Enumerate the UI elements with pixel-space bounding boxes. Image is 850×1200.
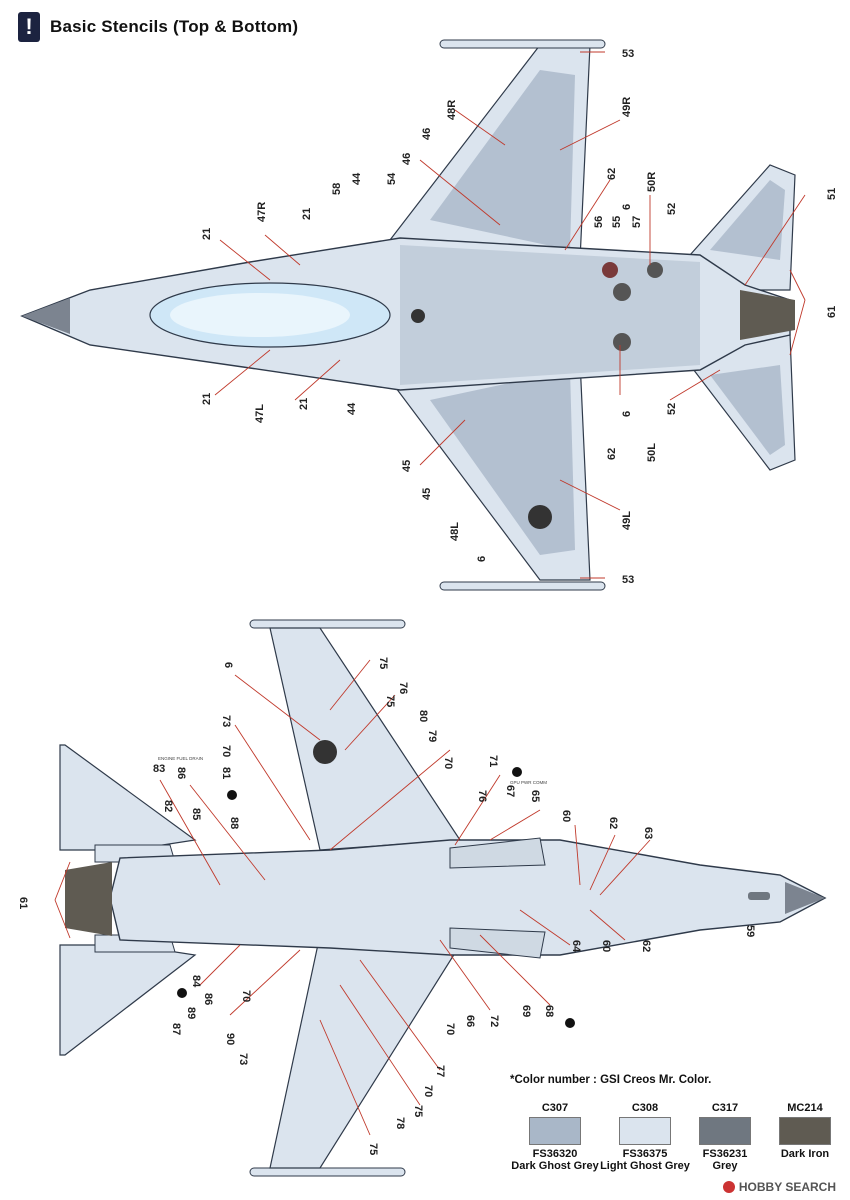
top-label: 47R [256,202,268,222]
bottom-nozzle [65,862,112,936]
bottom-right-wing [269,934,462,1169]
bottom-label: 87 [170,1023,182,1035]
top-label: 50R [646,172,658,192]
top-label: 21 [298,398,310,410]
bottom-label: 66 [464,1015,476,1027]
engine-fuel-text: ENGINE FUEL DRAIN [158,756,203,761]
bottom-label: 65 [529,790,541,802]
top-label: 51 [826,188,838,200]
top-label: 21 [201,228,213,240]
top-label: 46 [421,128,433,140]
bottom-label: 77 [434,1065,446,1077]
bottom-label: 75 [412,1105,424,1117]
top-label: 44 [351,172,363,185]
top-label: 52 [666,403,678,415]
top-label: 45 [401,460,413,472]
bottom-label: 86 [175,767,187,779]
chip-c308: C308 FS36375 Light Ghost Grey [600,1102,690,1172]
top-label: 21 [301,208,313,220]
bottom-label: 80 [417,710,429,722]
bottom-view-diagram: 75 6 76 75 80 73 70 79 81 83 86 70 71 76… [17,619,827,1177]
bottom-label: 75 [384,695,396,707]
bottom-label: 82 [162,800,174,812]
bottom-label: 70 [220,745,232,757]
top-label: 45 [421,488,433,500]
bottom-label: 61 [17,897,29,909]
bottom-label: 70 [422,1085,434,1097]
bottom-right-stabilizer [59,944,197,1056]
bottom-label: 76 [397,682,409,694]
top-label: 6 [476,556,488,562]
bottom-label: 60 [560,810,572,822]
chip-mc214: MC214 Dark Iron [779,1102,831,1160]
exclamation-icon: ! [18,12,40,42]
top-label: 61 [826,306,838,318]
top-label: 49L [621,511,633,530]
color-chips: C307 FS36320 Dark Ghost Grey C308 FS3637… [511,1102,840,1182]
bottom-label: 70 [442,757,454,769]
bottom-label: 73 [237,1053,249,1065]
bottom-label: 73 [220,715,232,727]
top-label: 48R [446,100,458,120]
bottom-label: 86 [202,993,214,1005]
bottom-label: 6 [222,662,234,668]
chip-c317: C317 FS36231 Grey [680,1102,770,1172]
chip-c307: C307 FS36320 Dark Ghost Grey [511,1102,599,1172]
bottom-label: 62 [640,940,652,952]
bottom-label: 90 [224,1033,236,1045]
bottom-label: 71 [487,755,499,767]
bottom-label: 59 [744,925,756,937]
top-label: 47L [254,404,266,423]
bottom-label: 62 [607,817,619,829]
bottom-label: 63 [642,827,654,839]
top-label: 62 [606,448,618,460]
top-label: 56 [593,216,605,228]
top-label: 57 [631,216,643,228]
bottom-label: 89 [185,1007,197,1019]
top-label: 62 [606,168,618,180]
top-label: 54 [386,172,398,185]
top-label: 6 [621,411,633,417]
section-header: ! Basic Stencils (Top & Bottom) [18,12,298,42]
bottom-label: 64 [570,940,582,953]
top-label: 44 [346,402,358,415]
top-label: 58 [331,183,343,195]
top-label: 53 [622,48,634,60]
bottom-label: 81 [220,767,232,779]
bottom-label: 69 [520,1005,532,1017]
top-label: 50L [646,443,658,462]
bottom-label: 78 [394,1117,406,1129]
top-label: 46 [401,153,413,165]
bottom-label: 79 [426,730,438,742]
top-label: 52 [666,203,678,215]
bottom-label: 60 [600,940,612,952]
bottom-label: 88 [228,817,240,829]
bottom-label: 70 [444,1023,456,1035]
bottom-label: 83 [153,763,165,775]
color-note: *Color number : GSI Creos Mr. Color. [510,1074,712,1086]
bottom-label: 67 [504,785,516,797]
bottom-label: 68 [543,1005,555,1017]
top-label: 6 [621,204,633,210]
top-label: 21 [201,393,213,405]
top-nozzle [740,290,795,340]
logo-icon [722,1181,735,1193]
bottom-label: 84 [190,975,202,988]
page-title: Basic Stencils (Top & Bottom) [50,17,299,36]
top-label: 48L [449,522,461,541]
top-view-diagram: 53 48R 49R 46 46 62 50R 44 54 58 56 55 6… [20,39,838,591]
bottom-label: 85 [190,808,202,820]
top-label: 53 [622,574,634,586]
bottom-label: 70 [240,990,252,1002]
bottom-label: 75 [367,1143,379,1155]
top-label: 49R [621,97,633,117]
ops-text: GPU PWR COMM [510,780,547,785]
bottom-label: 75 [377,657,389,669]
bottom-label: 72 [488,1015,500,1027]
watermark: HOBBY SEARCH [722,1180,836,1194]
bottom-label: 76 [476,790,488,802]
top-label: 55 [611,216,623,228]
